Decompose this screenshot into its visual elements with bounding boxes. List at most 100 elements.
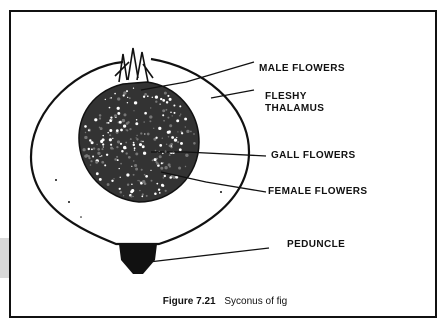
stipple-dot (177, 141, 179, 143)
stipple-dot (114, 158, 117, 161)
stipple-dot (171, 145, 173, 147)
label-thalamus: THALAMUS (265, 103, 324, 114)
stipple-dot (92, 156, 94, 158)
stipple-dot (169, 154, 171, 156)
stipple-dot (145, 175, 148, 178)
stipple-dot (90, 164, 92, 166)
stipple-dot (193, 133, 195, 135)
stipple-dot (158, 127, 161, 130)
stipple-dot (133, 88, 134, 89)
stipple-dot (117, 112, 120, 115)
stipple-dot (119, 188, 121, 190)
label-fleshy: FLESHY (265, 91, 307, 102)
stipple-dot (162, 138, 163, 139)
label-peduncle: PEDUNCLE (287, 239, 345, 250)
stipple-dot (128, 156, 131, 159)
flower-cavity (79, 82, 199, 202)
stipple-dot (129, 97, 131, 99)
stipple-dot (144, 93, 147, 96)
stipple-dot (134, 147, 136, 149)
stipple-dot (123, 94, 125, 96)
stipple-dot (113, 178, 114, 179)
ostiole-scales (115, 48, 153, 82)
stipple-dot (136, 138, 138, 140)
stipple-dot (161, 184, 164, 187)
stipple-dot (131, 184, 133, 186)
stipple-dot (119, 121, 122, 124)
stipple-dot (112, 138, 113, 139)
stipple-dot (96, 144, 97, 145)
stipple-dot (162, 114, 164, 116)
stipple-dot (97, 152, 100, 155)
stipple-dot (165, 190, 167, 192)
stipple-dot (179, 115, 181, 117)
stipple-dot (82, 148, 85, 151)
stipple-dot (124, 113, 127, 116)
stipple-dot (93, 147, 95, 149)
stipple-dot (154, 192, 157, 195)
stipple-dot (120, 177, 121, 178)
stipple-dot (134, 164, 137, 167)
stipple-dot (127, 184, 129, 186)
stipple-dot (133, 142, 135, 144)
stipple-dot (133, 144, 135, 146)
stipple-dot (167, 117, 169, 119)
stipple-dot (152, 160, 154, 162)
stipple-dot (143, 152, 146, 155)
stipple-dot (162, 109, 165, 112)
stipple-dot (94, 118, 97, 121)
stipple-dot (179, 105, 181, 107)
stipple-dot (141, 169, 143, 171)
stipple-dot (153, 128, 154, 129)
stipple-dot (131, 166, 132, 167)
stipple-dot (99, 114, 102, 117)
stipple-dot (127, 97, 128, 98)
stipple-dot (133, 174, 135, 176)
label-gall-flowers: GALL FLOWERS (271, 150, 356, 161)
stipple-dot (168, 136, 169, 137)
stipple-dot (142, 145, 145, 148)
stipple-dot (91, 141, 94, 144)
stipple-dot (110, 144, 112, 146)
stipple-dot (101, 155, 102, 156)
stipple-dot (185, 166, 186, 167)
stipple-dot (154, 158, 157, 161)
stipple-dot (176, 119, 179, 122)
stipple-dot (155, 95, 158, 98)
stipple-dot (144, 112, 147, 115)
stipple-dot (178, 167, 181, 170)
stipple-dot (121, 150, 123, 152)
stipple-dot (140, 140, 142, 142)
stipple-dot (123, 195, 124, 196)
stipple-dot (84, 136, 87, 139)
stipple-dot (155, 150, 157, 152)
stipple-dot (158, 189, 160, 191)
stipple-dot (165, 109, 167, 111)
stipple-dot (136, 137, 137, 138)
stipple-dot (180, 114, 181, 115)
stipple-dot (164, 166, 167, 169)
stipple-dot (112, 148, 114, 150)
label-female-flowers: FEMALE FLOWERS (268, 186, 367, 197)
stipple-dot (117, 97, 120, 100)
stipple-dot (136, 135, 137, 136)
stipple-dot (125, 142, 127, 144)
stipple-dot (163, 177, 164, 178)
stipple-dot (177, 131, 178, 132)
stipple-dot (159, 155, 162, 158)
stipple-dot (136, 119, 138, 121)
caption-number: Figure 7.21 (163, 296, 216, 307)
stipple-dot (168, 130, 171, 133)
stipple-dot (88, 157, 90, 159)
stipple-dot (155, 101, 157, 103)
stipple-dot (159, 144, 162, 147)
stipple-dot (116, 146, 118, 148)
stipple-dot (147, 95, 149, 97)
stipple-dot (104, 164, 106, 166)
stipple-dot (97, 148, 100, 151)
stipple-dot (139, 190, 140, 191)
stipple-dot (162, 99, 165, 102)
stipple-dot (156, 183, 158, 185)
leader-fleshy-thalamus (211, 90, 254, 98)
